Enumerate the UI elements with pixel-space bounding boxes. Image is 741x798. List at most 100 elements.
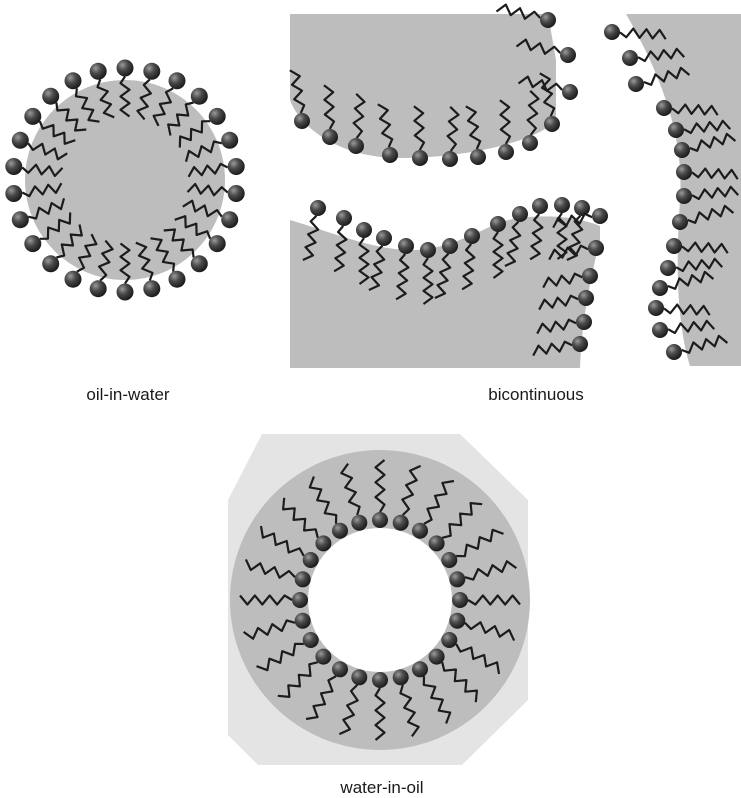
surfactant-head [310,200,326,216]
surfactant-head [449,571,465,587]
surfactant-head [574,200,590,216]
surfactant-head [441,552,457,568]
surfactant-head [228,185,245,202]
surfactant-head [666,238,682,254]
surfactant-head [169,271,186,288]
surfactant-head [376,230,392,246]
surfactant-head [412,150,428,166]
surfactant-head [412,661,428,677]
surfactant-head [441,632,457,648]
surfactant-head [560,47,576,63]
surfactant-head [356,222,372,238]
surfactant-head [582,268,598,284]
surfactant-head [90,280,107,297]
surfactant-head [372,512,388,528]
surfactant-head [169,72,186,89]
surfactant-head [322,129,338,145]
surfactant-head [540,12,556,28]
surfactant-head [449,613,465,629]
surfactant-head [592,208,608,224]
surfactant-head [393,515,409,531]
surfactant-head [336,210,352,226]
surfactant-head [42,255,59,272]
surfactant-head [622,50,638,66]
surfactant-head [65,72,82,89]
surfactant-head [470,149,486,165]
surfactant-head [117,284,134,301]
surfactant-head [24,235,41,252]
surfactant-head [209,108,226,125]
surfactant-head [452,592,468,608]
surfactant-head [303,552,319,568]
caption-water-in-oil: water-in-oil [339,778,423,797]
surfactant-head [588,240,604,256]
surfactant-head [676,188,692,204]
surfactant-head [668,122,684,138]
surfactant-head [5,185,22,202]
oil-in-water-panel [5,60,244,301]
surfactant-head [464,228,480,244]
surfactant-head [554,197,570,213]
surfactant-head [522,135,538,151]
caption-bicontinuous: bicontinuous [488,385,583,404]
surfactant-head [382,147,398,163]
surfactant-head [332,661,348,677]
surfactant-head [90,63,107,80]
surfactant-head [351,669,367,685]
surfactant-head [295,571,311,587]
surfactant-head [5,158,22,175]
surfactant-head [660,260,676,276]
surfactant-head [652,322,668,338]
surfactant-head [512,206,528,222]
surfactant-head [191,88,208,105]
surfactant-head [65,271,82,288]
surfactant-head [209,235,226,252]
surfactant-head [532,198,548,214]
surfactant-head [442,238,458,254]
water-core [308,528,452,672]
water-in-oil-panel [228,434,530,765]
surfactant-head [498,144,514,160]
oil-core [25,80,225,280]
surfactant-head [648,300,664,316]
surfactant-head [672,214,688,230]
surfactant-head [676,164,692,180]
surfactant-head [351,515,367,531]
surfactant-head [656,100,672,116]
surfactant-head [221,211,238,228]
surfactant-head [117,60,134,77]
surfactant-head [221,132,238,149]
surfactant-head [228,158,245,175]
surfactant-head [294,113,310,129]
surfactant-head [666,344,682,360]
surfactant-head [490,216,506,232]
caption-oil-in-water: oil-in-water [86,385,169,404]
surfactant-head [652,280,668,296]
surfactant-head [303,632,319,648]
surfactant-head [562,84,578,100]
surfactant-head [578,290,594,306]
surfactant-head [12,211,29,228]
surfactant-head [295,613,311,629]
surfactant-head [315,535,331,551]
surfactant-head [24,108,41,125]
bicontinuous-panel [290,5,741,368]
surfactant-head [429,535,445,551]
surfactant-head [544,116,560,132]
surfactant-head [442,151,458,167]
surfactant-head [393,669,409,685]
surfactant-head [429,649,445,665]
surfactant-head [674,142,690,158]
surfactant-head [143,63,160,80]
surfactant-head [628,76,644,92]
surfactant-head [315,649,331,665]
surfactant-head [42,88,59,105]
surfactant-head [420,242,436,258]
surfactant-head [398,238,414,254]
surfactant-head [292,592,308,608]
surfactant-head [412,523,428,539]
surfactant-head [348,138,364,154]
surfactant-head [604,24,620,40]
surfactant-head [143,280,160,297]
